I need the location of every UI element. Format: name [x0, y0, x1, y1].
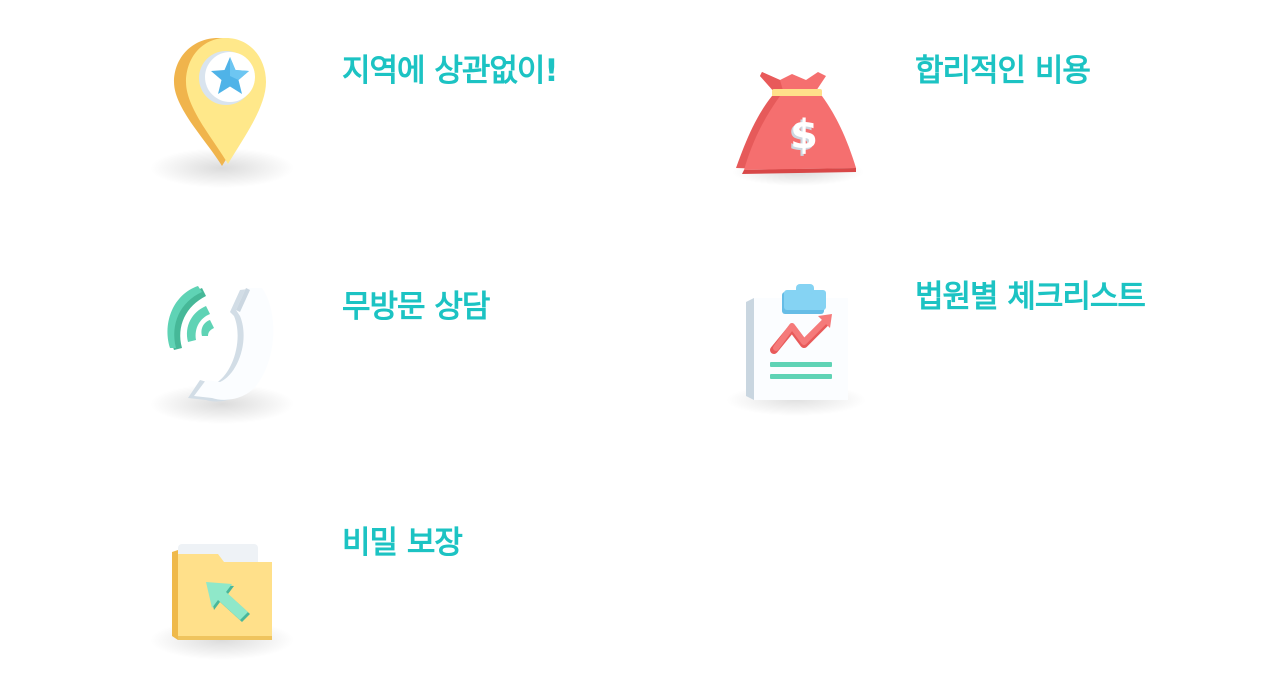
- money-bag-icon: $ $: [722, 30, 872, 190]
- svg-text:$: $: [790, 112, 818, 158]
- svg-text:$: $: [788, 114, 816, 160]
- feature-title-remote-consultation: 무방문 상담: [342, 289, 490, 325]
- feature-title-cost: 합리적인 비용: [915, 53, 1091, 89]
- location-pin-star-icon: [148, 30, 298, 190]
- secure-folder-icon: [148, 506, 298, 666]
- feature-title-confidential: 비밀 보장: [342, 525, 463, 561]
- feature-title-checklist: 법원별 체크리스트: [915, 279, 1146, 315]
- feature-title-location: 지역에 상관없이!: [342, 53, 559, 89]
- phone-call-icon: [148, 268, 298, 428]
- clipboard-chart-icon: [722, 260, 872, 420]
